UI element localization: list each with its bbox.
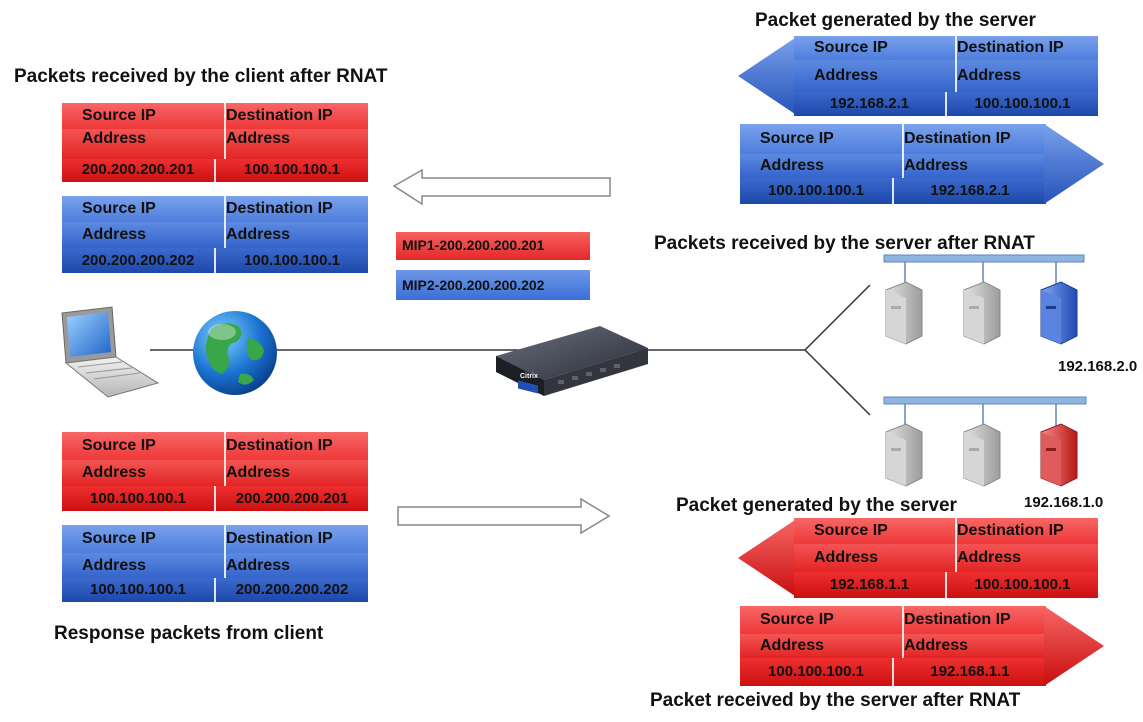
source-ip-header: Source IP [82,196,226,222]
server-icon [1040,423,1078,487]
server-icon [1040,281,1078,345]
server-group-lower [885,423,1078,487]
packet-client-blue: Source IP Destination IP Address Address… [62,196,368,273]
destination-ip-value: 192.168.2.1 [930,182,1010,199]
source-ip-header: Source IP [82,432,226,460]
packet-server-blue-outbound: Source IP Destination IP Address Address… [738,36,1098,116]
packet-response-blue: Source IP Destination IP Address Address… [62,525,368,602]
destination-ip-header: Destination IP [226,200,333,217]
destination-ip-header: Destination IP [226,530,333,547]
source-ip-header: Source IP [82,525,226,553]
destination-address-header: Address [904,637,969,654]
destination-ip-header: Destination IP [226,107,333,124]
network-link-upper-branch [804,284,871,351]
source-address-header: Address [82,553,226,578]
source-ip-value: 192.168.2.1 [794,92,947,116]
server-icon [963,423,1001,487]
hollow-left-arrow-icon [392,168,611,206]
subnet-red-label: 192.168.1.0 [1024,494,1104,511]
source-address-header: Address [814,60,957,92]
destination-address-header: Address [226,226,291,243]
destination-address-header: Address [226,130,291,147]
destination-address-header: Address [957,549,1022,566]
source-ip-value: 100.100.100.1 [740,658,894,686]
destination-ip-header: Destination IP [904,611,1011,628]
destination-address-header: Address [904,157,969,174]
source-ip-header: Source IP [814,518,957,544]
source-ip-header: Source IP [814,36,957,60]
source-address-header: Address [82,129,226,159]
left-arrow-head-icon [738,518,798,598]
destination-ip-value: 200.200.200.202 [235,581,349,598]
destination-address-header: Address [226,464,291,481]
mip2-label: MIP2-200.200.200.202 [396,270,590,300]
server-bus-upper [883,254,1085,263]
source-ip-value: 200.200.200.201 [62,159,216,182]
destination-ip-value: 100.100.100.1 [244,252,340,269]
server-group-upper [885,281,1078,345]
source-ip-value: 100.100.100.1 [62,486,216,511]
source-ip-value: 100.100.100.1 [62,578,216,602]
right-arrow-head-icon [1044,606,1104,686]
server-icon [885,423,923,487]
destination-ip-value: 100.100.100.1 [244,161,340,178]
destination-ip-header: Destination IP [904,130,1011,147]
hollow-right-arrow-icon [397,497,611,535]
server-bus-lower [883,396,1087,405]
right-arrow-head-icon [1044,124,1104,204]
packet-client-red: Source IP Destination IP Address Address… [62,103,368,182]
destination-ip-value: 100.100.100.1 [974,576,1071,593]
laptop-icon [61,306,160,398]
server-generated-title-bottom: Packet generated by the server [676,495,957,516]
network-link-lower-branch [804,349,871,416]
source-ip-header: Source IP [82,103,226,129]
destination-ip-header: Destination IP [957,522,1064,539]
server-after-rnat-title-plural: Packets received by the server after RNA… [654,233,1035,254]
packet-server-red-outbound: Source IP Destination IP Address Address… [738,518,1098,598]
client-after-rnat-title: Packets received by the client after RNA… [14,66,388,87]
server-icon [885,281,923,345]
destination-ip-value: 200.200.200.201 [235,490,349,507]
source-address-header: Address [814,544,957,572]
server-after-rnat-title-single: Packet received by the server after RNAT [650,690,1021,711]
source-ip-value: 200.200.200.202 [62,248,216,273]
destination-ip-header: Destination IP [226,437,333,454]
packet-response-red: Source IP Destination IP Address Address… [62,432,368,511]
appliance-icon [496,326,648,396]
destination-ip-value: 100.100.100.1 [974,95,1071,112]
source-address-header: Address [82,222,226,248]
destination-ip-value: 192.168.1.1 [930,663,1010,680]
source-ip-header: Source IP [760,606,904,634]
left-arrow-head-icon [738,36,798,116]
source-ip-value: 192.168.1.1 [794,572,947,598]
destination-address-header: Address [226,557,291,574]
packet-server-blue-inbound: Source IP Destination IP Address Address… [740,124,1104,204]
source-address-header: Address [82,460,226,486]
destination-address-header: Address [957,67,1022,84]
appliance-logo: Citrix [520,373,538,380]
response-from-client-title: Response packets from client [54,623,324,644]
source-ip-header: Source IP [760,124,904,154]
source-ip-value: 100.100.100.1 [740,178,894,204]
server-icon [963,281,1001,345]
source-address-header: Address [760,634,904,658]
packet-server-red-inbound: Source IP Destination IP Address Address… [740,606,1104,686]
server-generated-title-top: Packet generated by the server [755,10,1036,31]
mip1-label: MIP1-200.200.200.201 [396,232,590,260]
destination-ip-header: Destination IP [957,39,1064,56]
subnet-blue-label: 192.168.2.0 [1058,358,1138,375]
source-address-header: Address [760,154,904,178]
globe-icon [193,311,277,395]
